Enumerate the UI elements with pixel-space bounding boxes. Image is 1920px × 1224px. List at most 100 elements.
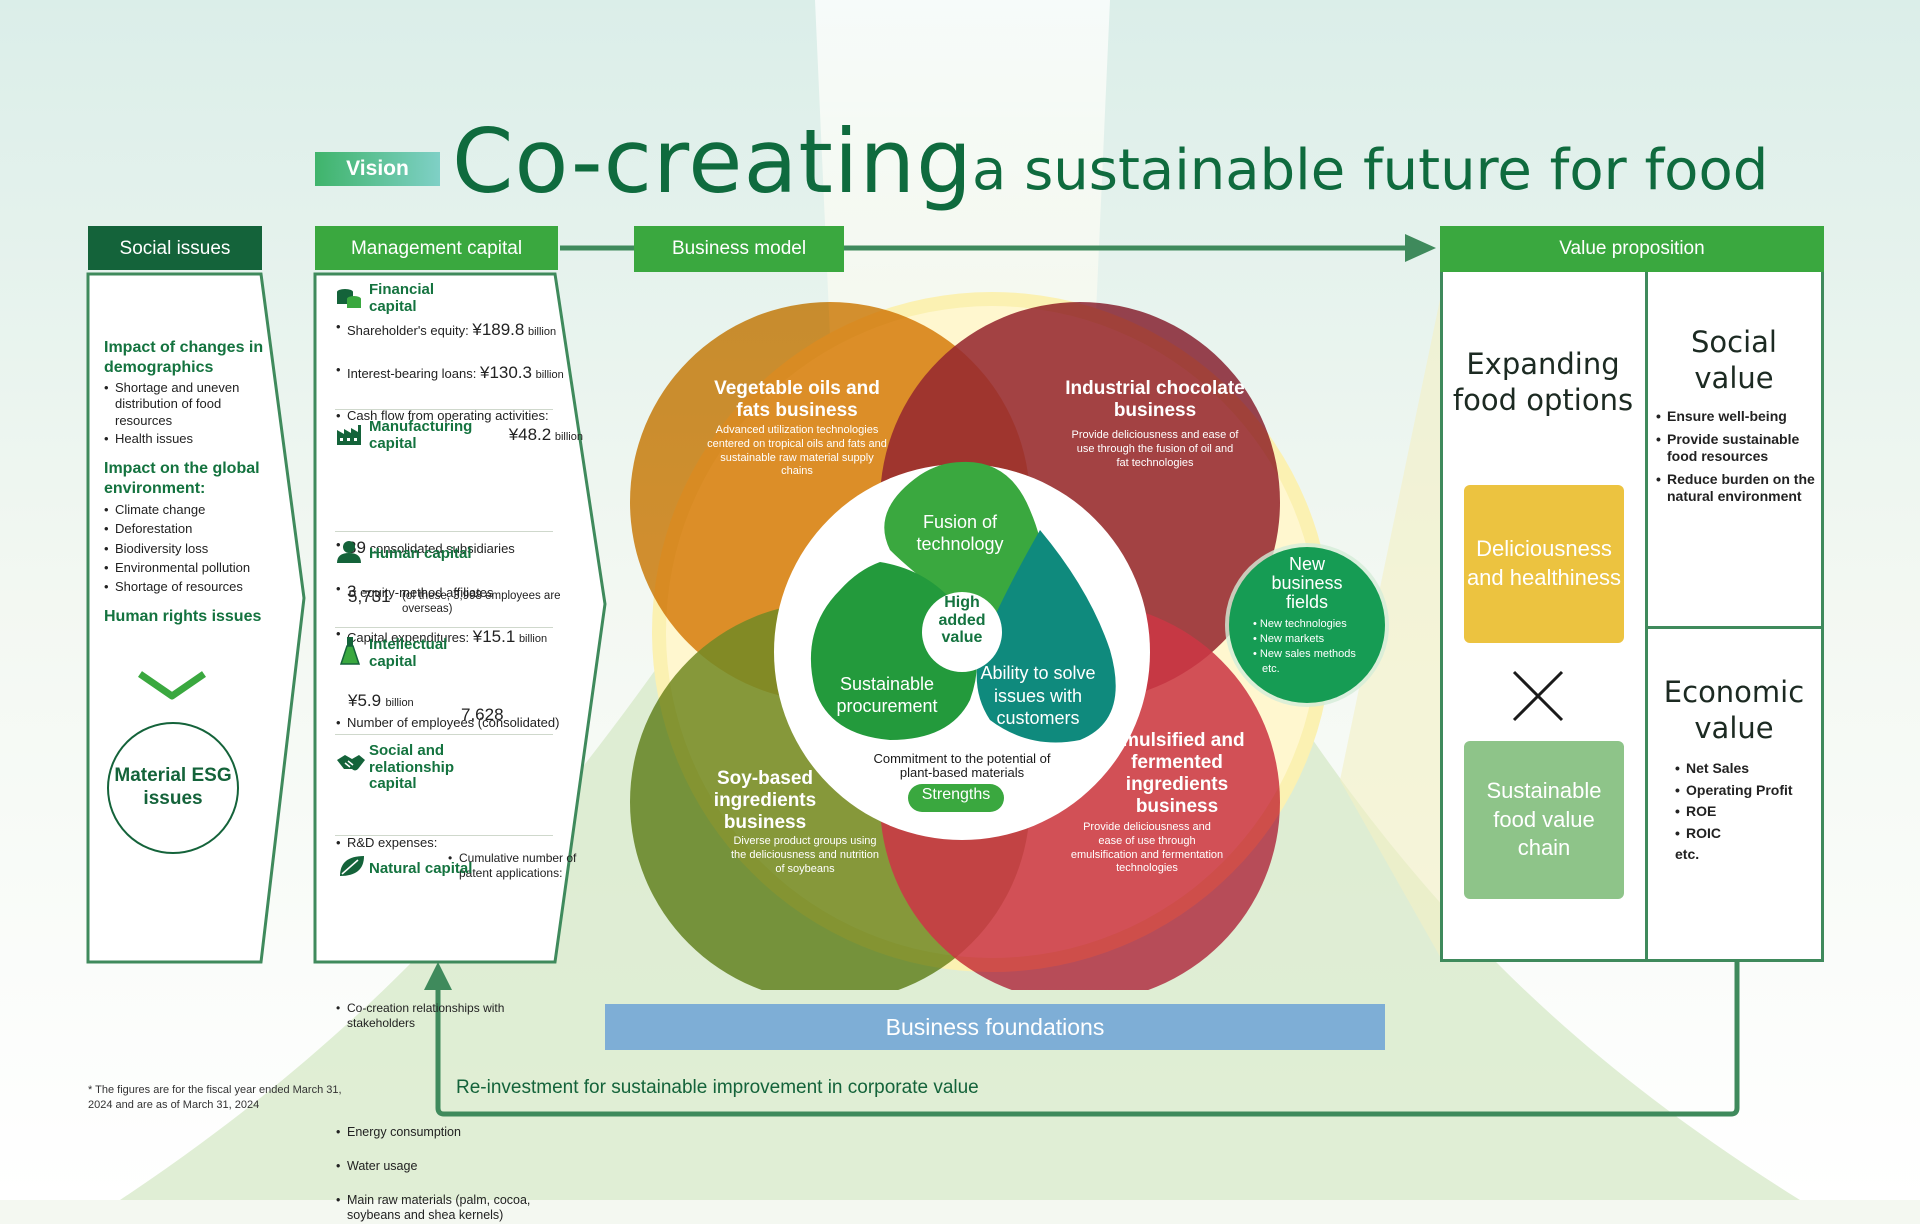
issue-item: Climate change bbox=[104, 502, 284, 519]
social-issues-header: Social issues bbox=[119, 238, 231, 259]
value: ¥5.9 bbox=[348, 691, 382, 710]
natural-capital-title: Natural capital bbox=[369, 860, 473, 877]
ability-to-solve-label: Ability to solve issues with customers bbox=[980, 663, 1096, 728]
social-issues-list: Impact of changes in demographics Shorta… bbox=[104, 338, 284, 627]
social-value-item: Ensure well-being bbox=[1656, 408, 1816, 426]
new-business-fields-circle bbox=[1229, 547, 1385, 703]
divider bbox=[335, 531, 553, 532]
strengths-pill bbox=[908, 784, 1004, 812]
equity-method-affiliates: 3 equity-method affiliates bbox=[336, 581, 1920, 602]
issue-item: Biodiversity loss bbox=[104, 541, 284, 558]
person-icon bbox=[337, 541, 361, 563]
financial-capital-title: Financial capital bbox=[369, 281, 435, 315]
vision-title: Co-creating bbox=[452, 110, 973, 213]
patent-applications-label: Cumulative number of patent applications… bbox=[448, 851, 597, 881]
high-added-value-label: High added value bbox=[938, 594, 986, 647]
new-business-item: • New technologies bbox=[1253, 618, 1347, 630]
unit: billion bbox=[527, 326, 557, 338]
economic-value-item: Net Sales bbox=[1675, 760, 1815, 778]
expanding-food-options: Expanding food options bbox=[1452, 347, 1634, 418]
management-capital-panel bbox=[313, 226, 607, 964]
handshake-icon bbox=[337, 755, 365, 771]
unit: billion bbox=[535, 369, 564, 382]
soy-based-title: Soy-based ingredients business bbox=[713, 768, 817, 833]
divider bbox=[335, 627, 553, 628]
divider bbox=[335, 835, 553, 836]
issue-group-heading: Impact of changes in demographics bbox=[104, 339, 264, 376]
economic-value-title: Economic value bbox=[1663, 675, 1805, 746]
text: New markets bbox=[1259, 632, 1325, 645]
high-added-value-circle bbox=[922, 592, 1002, 672]
soy-based-desc: Diverse product groups using the delicio… bbox=[731, 835, 879, 875]
interest-bearing-loans: Interest-bearing loans: ¥130.3 billion bbox=[336, 362, 587, 383]
sustainable-food-value-chain-box: Sustainable food value chain bbox=[1464, 741, 1624, 899]
label: Capital expenditures: bbox=[347, 629, 470, 645]
new-business-etc: etc. bbox=[1262, 662, 1280, 675]
economic-value-etc: etc. bbox=[1675, 846, 1700, 862]
economic-value-item: ROE bbox=[1675, 803, 1815, 821]
economic-value-item: ROIC bbox=[1675, 825, 1815, 843]
business-foundations-bar: Business foundations bbox=[605, 1004, 1385, 1050]
unit: billion bbox=[554, 430, 583, 443]
issue-item: Deforestation bbox=[104, 521, 284, 538]
capital-expenditures: Capital expenditures: ¥15.1 billion bbox=[336, 626, 1920, 647]
fusion-of-technology-label: Fusion of technology bbox=[916, 512, 1004, 554]
business-model-diagram bbox=[630, 292, 1389, 990]
label: Shareholder's equity: bbox=[347, 323, 469, 338]
label: equity-method affiliates bbox=[360, 585, 494, 601]
natural-capital-item: Water usage bbox=[336, 1159, 1920, 1175]
value: ¥130.3 bbox=[479, 363, 532, 383]
footnote: * The figures are for the fiscal year en… bbox=[88, 1084, 342, 1111]
economic-value-list: Net Sales Operating Profit ROE ROIC etc. bbox=[1675, 760, 1815, 862]
issue-item: Shortage and uneven distribution of food… bbox=[104, 380, 265, 429]
vp-vertical-divider bbox=[1645, 272, 1648, 962]
strengths-label: Strengths bbox=[921, 786, 991, 803]
operating-cash-flow: Cash flow from operating activities: ¥48… bbox=[336, 408, 587, 446]
economic-value-item: Operating Profit bbox=[1675, 782, 1815, 800]
vp-horizontal-divider bbox=[1645, 626, 1824, 629]
issue-group-heading: Impact on the global environment: bbox=[104, 460, 260, 497]
new-business-fields-title: New business fields bbox=[1271, 554, 1343, 612]
business-model-header: Business model bbox=[634, 226, 844, 272]
patent-applications-value: 7,628 bbox=[461, 705, 504, 724]
industrial-chocolate-title: Industrial chocolate business bbox=[1065, 378, 1245, 421]
value: ¥189.8 bbox=[472, 320, 525, 339]
vegetable-oils-desc: Advanced utilization technologies center… bbox=[707, 424, 887, 478]
deliciousness-healthiness-box: Deliciousness and healthiness bbox=[1464, 485, 1624, 643]
rd-expenses-value: ¥5.9 billion bbox=[348, 691, 414, 711]
social-value-item: Reduce burden on the natural environment bbox=[1656, 471, 1816, 506]
emulsified-fermented-title: Emulsified and fermented ingredients bus… bbox=[1109, 730, 1245, 817]
coins-icon bbox=[337, 289, 361, 308]
vision-subtitle: a sustainable future for food bbox=[972, 138, 1769, 203]
divider bbox=[335, 734, 553, 735]
commitment-label: Commitment to the potential of plant-bas… bbox=[873, 751, 1051, 781]
issue-item: Health issues bbox=[104, 431, 284, 448]
leaf-icon bbox=[340, 856, 364, 876]
rd-expenses-label: R&D expenses: bbox=[336, 835, 1920, 852]
co-creation-relationships: Co-creation relationships with stakehold… bbox=[336, 1001, 537, 1031]
value: ¥15.1 bbox=[472, 626, 516, 646]
natural-capital-item: Main raw materials (palm, cocoa, soybean… bbox=[336, 1193, 547, 1224]
new-business-fields-list: • New technologies • New markets • New s… bbox=[1253, 617, 1383, 676]
issue-item: Environmental pollution bbox=[104, 560, 284, 577]
new-business-item: • New markets bbox=[1253, 632, 1325, 645]
vision-tag: Vision bbox=[315, 152, 440, 186]
natural-capital-item: Energy consumption bbox=[336, 1125, 1920, 1141]
label: Interest-bearing loans: bbox=[347, 366, 477, 382]
issue-item: Shortage of resources bbox=[104, 579, 284, 596]
value-proposition-header: Value proposition bbox=[1440, 226, 1824, 272]
text: New sales methods bbox=[1259, 647, 1356, 660]
human-capital-title: Human capital bbox=[369, 545, 472, 562]
employees-value: 5,731 bbox=[348, 587, 391, 606]
reinvestment-label: Re-investment for sustainable improvemen… bbox=[456, 1077, 979, 1098]
issue-group-heading: Human rights issues bbox=[104, 608, 262, 626]
divider bbox=[335, 409, 553, 410]
social-relationship-capital-title: Social and relationship capital bbox=[369, 742, 455, 792]
vegetable-oils-title: Vegetable oils and fats business bbox=[714, 378, 880, 421]
sustainable-procurement-label: Sustainable procurement bbox=[836, 674, 938, 716]
unit: billion bbox=[385, 697, 414, 709]
factory-icon bbox=[337, 425, 361, 445]
emulsified-fermented-desc: Provide deliciousness and ease of use th… bbox=[1070, 821, 1224, 875]
label: consolidated subsidiaries bbox=[369, 541, 515, 556]
shareholders-equity: Shareholder's equity: ¥189.8 billion bbox=[336, 319, 587, 340]
